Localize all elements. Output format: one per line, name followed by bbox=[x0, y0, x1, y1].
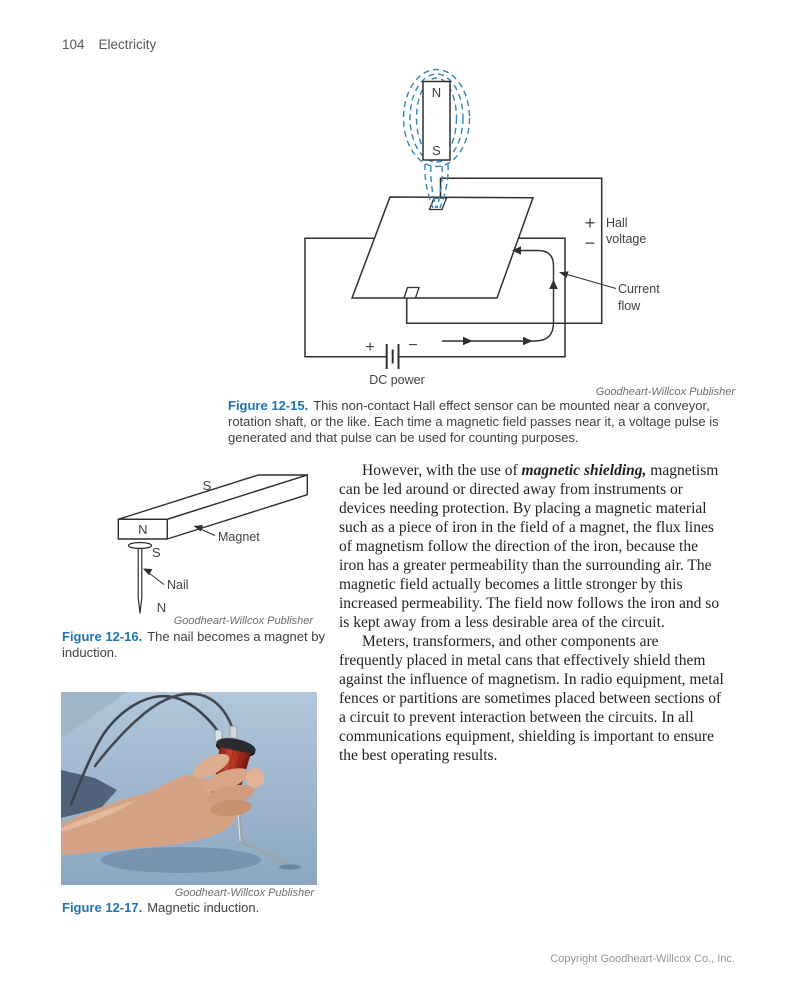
figure-15-label: Figure 12-15. bbox=[228, 398, 309, 413]
nail-tip-pole-label: N bbox=[157, 600, 166, 615]
figure-16-label: Figure 12-16. bbox=[62, 629, 143, 644]
current-callout-line bbox=[561, 272, 617, 289]
hall-voltage-label-1: Hall bbox=[606, 216, 628, 230]
photo-corner-shade bbox=[61, 692, 127, 738]
magnet-south-label: S bbox=[432, 143, 441, 158]
nail-head-pole-label: S bbox=[152, 545, 161, 560]
finger-3 bbox=[210, 799, 252, 817]
paragraph-magnetic-shielding: However, with the use of magnetic shield… bbox=[339, 461, 724, 632]
magnet-label: Magnet bbox=[218, 530, 260, 544]
magnet-front-pole-label: N bbox=[138, 522, 147, 537]
dc-power-label: DC power bbox=[369, 373, 425, 387]
finger-1 bbox=[203, 768, 249, 792]
magnet-front-face bbox=[117, 518, 168, 540]
nail-head bbox=[127, 541, 153, 550]
current-flow-path bbox=[442, 249, 555, 342]
hall-sensor-diagram: + − DC power N S Curren bbox=[304, 68, 660, 387]
table-shadow bbox=[101, 847, 261, 873]
wire-2 bbox=[93, 692, 236, 768]
battery-symbol bbox=[385, 344, 400, 369]
induction-diagram: S N S N Magnet Nail bbox=[117, 474, 309, 615]
thumb bbox=[192, 753, 230, 779]
figure-17-caption: Figure 12-17. Magnetic induction. bbox=[62, 900, 330, 916]
wire-1 bbox=[69, 694, 223, 806]
magnetic-field-lines bbox=[402, 68, 471, 209]
coil-terminal-2 bbox=[229, 725, 238, 739]
figure-16-caption: Figure 12-16.The nail becomes a magnet b… bbox=[62, 629, 330, 661]
current-flow-label-2: flow bbox=[618, 299, 641, 313]
finger-2 bbox=[207, 784, 255, 806]
figure-17-caption-text: Magnetic induction. bbox=[147, 900, 260, 915]
magnet-top-pole-label: S bbox=[203, 478, 212, 493]
running-head: 104 Electricity bbox=[62, 37, 156, 52]
para1-emphasis-term: magnetic shielding, bbox=[521, 462, 647, 479]
nail-tip-shadow bbox=[279, 864, 301, 870]
hall-plus-sign: + bbox=[585, 213, 596, 233]
arm-shadow bbox=[61, 770, 117, 818]
hall-minus-sign: − bbox=[585, 233, 596, 253]
magnet-north-label: N bbox=[432, 85, 441, 100]
plate-bottom-tab bbox=[403, 286, 420, 299]
figure-15-caption: Figure 12-15.This non-contact Hall effec… bbox=[228, 398, 736, 446]
fingertip bbox=[246, 768, 264, 788]
nail-callout-arrowhead bbox=[143, 568, 153, 576]
page-number: 104 bbox=[62, 37, 85, 52]
sensor-plate bbox=[350, 196, 535, 299]
nail-label: Nail bbox=[167, 578, 189, 592]
para1-text-before: However, with the use of bbox=[362, 462, 522, 479]
arm-highlight bbox=[61, 800, 137, 832]
figure-16-caption-text: The nail becomes a magnet by induction. bbox=[62, 629, 325, 660]
figure-15-caption-text: This non-contact Hall effect sensor can … bbox=[228, 398, 719, 445]
arm bbox=[61, 775, 238, 855]
figure-15-credit: Goodheart-Willcox Publisher bbox=[595, 386, 735, 398]
current-arrowheads bbox=[463, 246, 558, 346]
figure-16-credit: Goodheart-Willcox Publisher bbox=[173, 615, 313, 627]
bar-magnet bbox=[422, 80, 451, 161]
figure-17-credit: Goodheart-Willcox Publisher bbox=[174, 887, 314, 899]
hall-voltage-label-2: voltage bbox=[606, 232, 646, 246]
para1-text-after: magnetism can be led around or directed … bbox=[339, 462, 720, 631]
chapter-title: Electricity bbox=[98, 37, 157, 52]
magnet-callout-arrowhead bbox=[193, 525, 203, 532]
paragraph-shield-components: Meters, transformers, and other componen… bbox=[339, 633, 724, 764]
current-callout-arrowhead bbox=[559, 271, 569, 278]
battery-minus-sign: − bbox=[408, 337, 417, 354]
figure-17-label: Figure 12-17. bbox=[62, 900, 143, 915]
hall-circuit-wire bbox=[405, 177, 603, 325]
copyright-footer: Copyright Goodheart-Willcox Co., Inc. bbox=[550, 953, 735, 965]
magnetic-induction-photo bbox=[61, 692, 317, 885]
body-text-column: However, with the use of magnetic shield… bbox=[339, 461, 724, 765]
current-flow-label-1: Current bbox=[618, 282, 660, 296]
nail-shaft bbox=[137, 547, 143, 614]
battery-plus-sign: + bbox=[365, 339, 374, 356]
